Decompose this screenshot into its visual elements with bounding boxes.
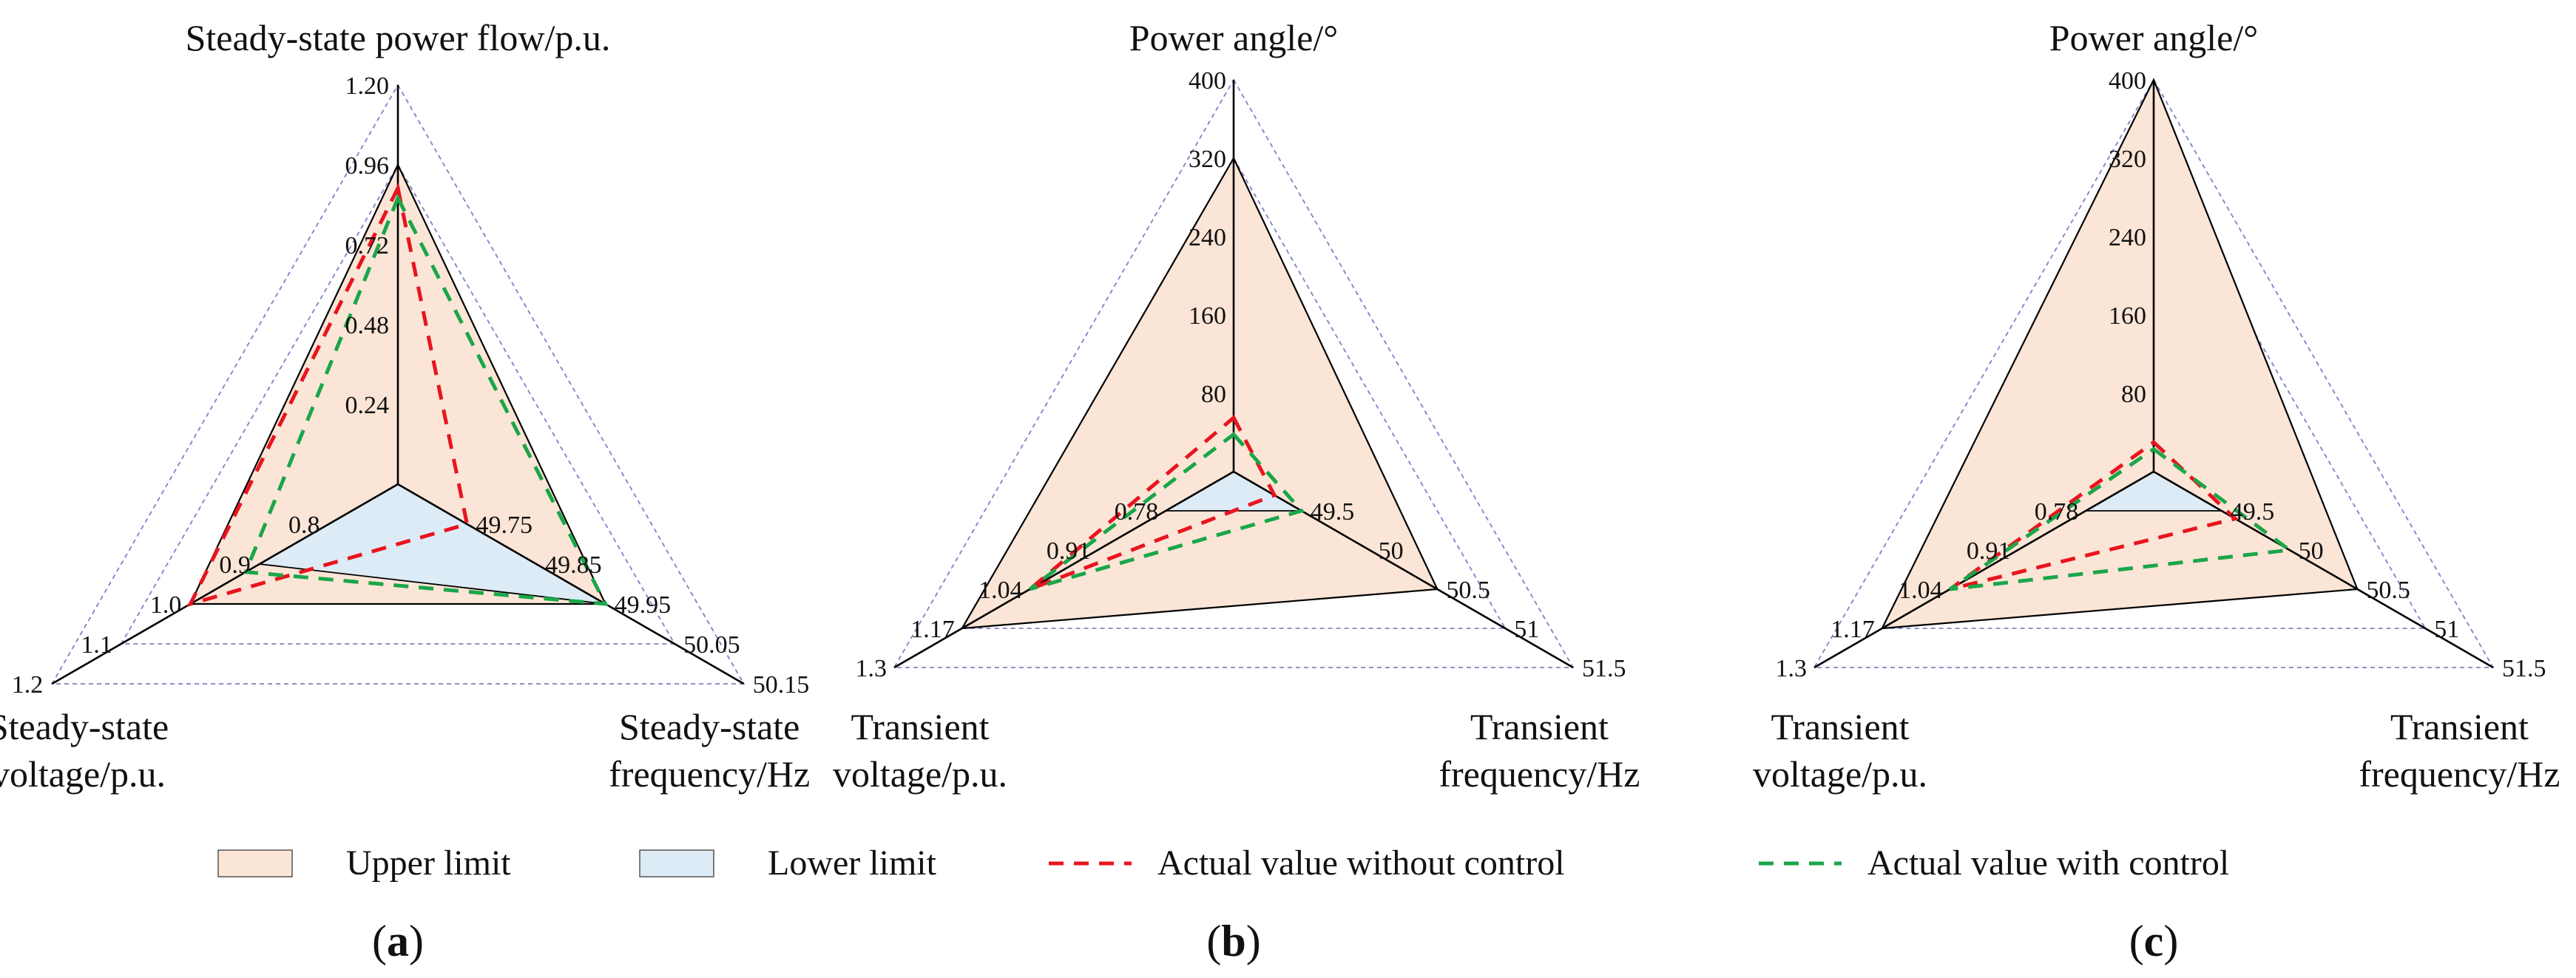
tick-label: 51.5: [2502, 655, 2546, 682]
axis-spoke-2: [51, 483, 399, 685]
tick-label: 50: [1379, 537, 1404, 565]
axis-title: Steady-state: [619, 706, 799, 747]
upper-limit-area: [1880, 78, 2359, 630]
axis-title: Power angle/°: [2049, 17, 2258, 58]
tick-label: 80: [1201, 381, 1226, 408]
series-with-control: [1949, 446, 2295, 591]
grid-ring-4: [120, 163, 676, 645]
panel-label: (c): [2129, 917, 2179, 965]
axis-title: Transient: [851, 706, 989, 747]
legend-lower-label: Lower limit: [768, 843, 937, 883]
grid-ring-4: [961, 157, 1507, 629]
tick-label: 1.0: [150, 591, 182, 619]
axis-title: Power angle/°: [1129, 17, 1338, 58]
tick-label: 49.75: [476, 512, 533, 539]
axis-title: frequency/Hz: [2359, 753, 2560, 795]
tick-label: 50: [2299, 537, 2324, 565]
grid-ring-5: [1813, 78, 2495, 668]
tick-label: 240: [2109, 224, 2146, 251]
axis-title: Transient: [1470, 706, 1609, 747]
upper-limit-area: [960, 156, 1439, 630]
tick-label: 49.5: [1311, 498, 1355, 526]
tick-label: 50.15: [753, 671, 809, 699]
tick-label: 1.17: [1830, 616, 1875, 643]
axis-spoke-2: [893, 470, 1234, 669]
radar-panel-a: 0.24 0.48 0.72 0.96 1.20 49.75 49.85 49.95 50.05…: [0, 17, 810, 965]
tick-label: 0.96: [345, 152, 390, 180]
tick-label: 0.72: [345, 232, 390, 259]
axis-spoke-2: [1813, 470, 2154, 669]
tick-label: 1.3: [1776, 655, 1808, 682]
tick-label: 400: [2109, 67, 2146, 95]
tick-label: 240: [1189, 224, 1226, 251]
axis-spoke-1: [1233, 470, 1574, 669]
axis-spoke-1: [2153, 470, 2494, 669]
tick-label: 0.78: [2035, 498, 2079, 526]
axis-title: Transient: [1771, 706, 1909, 747]
radar-panel-b: 80 160 240 320 400 49.5 50 50.5 51 51.5 0.78 0.91 1.…: [833, 17, 1640, 965]
tick-label: 49.85: [545, 551, 602, 579]
tick-label: 0.8: [288, 512, 320, 539]
axis-title: Transient: [2390, 706, 2529, 747]
tick-label: 80: [2121, 381, 2146, 408]
tick-label: 49.5: [2231, 498, 2275, 526]
tick-label: 1.2: [12, 671, 44, 699]
tick-label: 0.24: [345, 392, 390, 419]
legend-lower-swatch: [639, 849, 714, 877]
panel-label: (a): [372, 917, 424, 965]
grid-ring-5: [50, 84, 746, 685]
radar-panels: 0.24 0.48 0.72 0.96 1.20 49.75 49.85 49.95 50.05…: [0, 17, 2560, 965]
legend: Upper limit Lower limit Actual value wit…: [217, 843, 2229, 883]
axis-title: voltage/p.u.: [1753, 753, 1927, 795]
tick-label: 51: [1514, 616, 1539, 643]
tick-label: 160: [1189, 302, 1226, 330]
legend-upper-swatch: [217, 849, 293, 877]
panel-label: (b): [1206, 917, 1260, 965]
tick-label: 50.5: [2366, 577, 2410, 604]
tick-label: 51: [2434, 616, 2459, 643]
grid-ring-4: [1881, 157, 2427, 629]
tick-label: 320: [2109, 146, 2146, 173]
series-with-control: [1029, 432, 1305, 591]
tick-label: 320: [1189, 146, 1226, 173]
legend-upper-label: Upper limit: [346, 843, 511, 883]
tick-label: 1.3: [856, 655, 888, 682]
legend-without-label: Actual value without control: [1157, 843, 1565, 883]
axis-spoke-1: [397, 483, 745, 685]
series-without-control: [186, 182, 470, 607]
tick-label: 0.91: [1967, 537, 2011, 565]
axis-title: Steady-state power flow/p.u.: [186, 17, 611, 58]
axis-title: voltage/p.u.: [833, 753, 1007, 795]
tick-label: 1.20: [345, 72, 390, 100]
radar-panel-c: 80 160 240 320 400 49.5 50 50.5 51 51.5 0.78 0.91 1.…: [1753, 17, 2560, 965]
axis-title: frequency/Hz: [609, 753, 810, 795]
tick-label: 1.04: [978, 577, 1023, 604]
tick-label: 0.78: [1115, 498, 1159, 526]
tick-label: 50.5: [1446, 577, 1490, 604]
tick-label: 1.04: [1899, 577, 1943, 604]
tick-label: 0.91: [1047, 537, 1091, 565]
axis-title: Steady-state: [0, 706, 169, 747]
axis-title: frequency/Hz: [1439, 753, 1640, 795]
tick-label: 160: [2109, 302, 2146, 330]
tick-label: 51.5: [1582, 655, 1626, 682]
legend-with-label: Actual value with control: [1867, 843, 2229, 883]
tick-label: 1.1: [81, 631, 112, 659]
tick-label: 1.17: [910, 616, 955, 643]
tick-label: 0.9: [219, 551, 251, 579]
tick-label: 0.48: [345, 312, 390, 339]
axis-title: voltage/p.u.: [0, 753, 166, 795]
tick-label: 400: [1189, 67, 1226, 95]
series-with-control: [243, 194, 609, 606]
grid-ring-5: [893, 78, 1575, 668]
series-without-control: [1028, 415, 1277, 591]
tick-label: 50.05: [683, 631, 740, 659]
tick-label: 49.95: [615, 591, 672, 619]
